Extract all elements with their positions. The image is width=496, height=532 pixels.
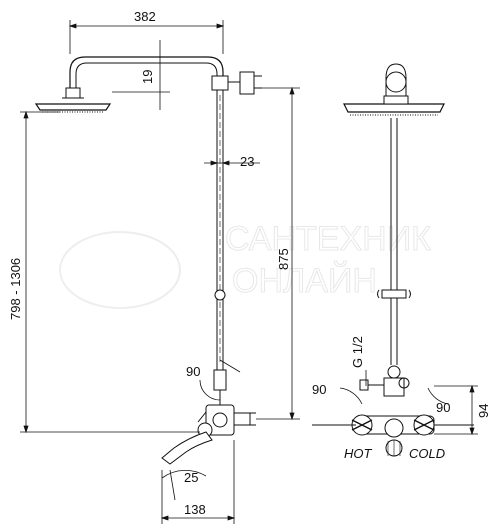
dim-height-range: 798 - 1306 <box>8 258 23 320</box>
dim-spout-length: 138 <box>184 502 206 517</box>
watermark-line1: САНТЕХНИК <box>225 220 431 258</box>
dim-mixer-height: 94 <box>476 404 491 418</box>
side-dimensions <box>339 370 478 436</box>
dim-thread: G 1/2 <box>350 336 365 368</box>
dim-angle-right-right: 90 <box>436 400 450 415</box>
dim-riser-height: 875 <box>276 248 291 270</box>
dim-width-top: 382 <box>134 9 156 24</box>
dim-head-offset: 19 <box>140 70 155 84</box>
watermark: САНТЕХНИК ОНЛАЙН <box>59 220 432 309</box>
dimension-labels: 382 19 23 798 - 1306 875 90 25 138 90 90… <box>8 9 491 517</box>
dim-pipe-diameter: 23 <box>240 154 254 169</box>
label-cold: COLD <box>409 446 445 461</box>
front-view <box>34 56 262 465</box>
dim-angle-left: 90 <box>186 364 200 379</box>
shower-head-side <box>343 103 445 113</box>
dim-angle-right-left: 90 <box>312 382 326 397</box>
front-dimensions <box>20 20 300 524</box>
shower-head-front <box>34 103 112 111</box>
dim-spout-angle: 25 <box>184 470 198 485</box>
label-hot: HOT <box>344 446 373 461</box>
side-view <box>312 63 474 457</box>
watermark-line2: ОНЛАЙН <box>232 262 377 300</box>
